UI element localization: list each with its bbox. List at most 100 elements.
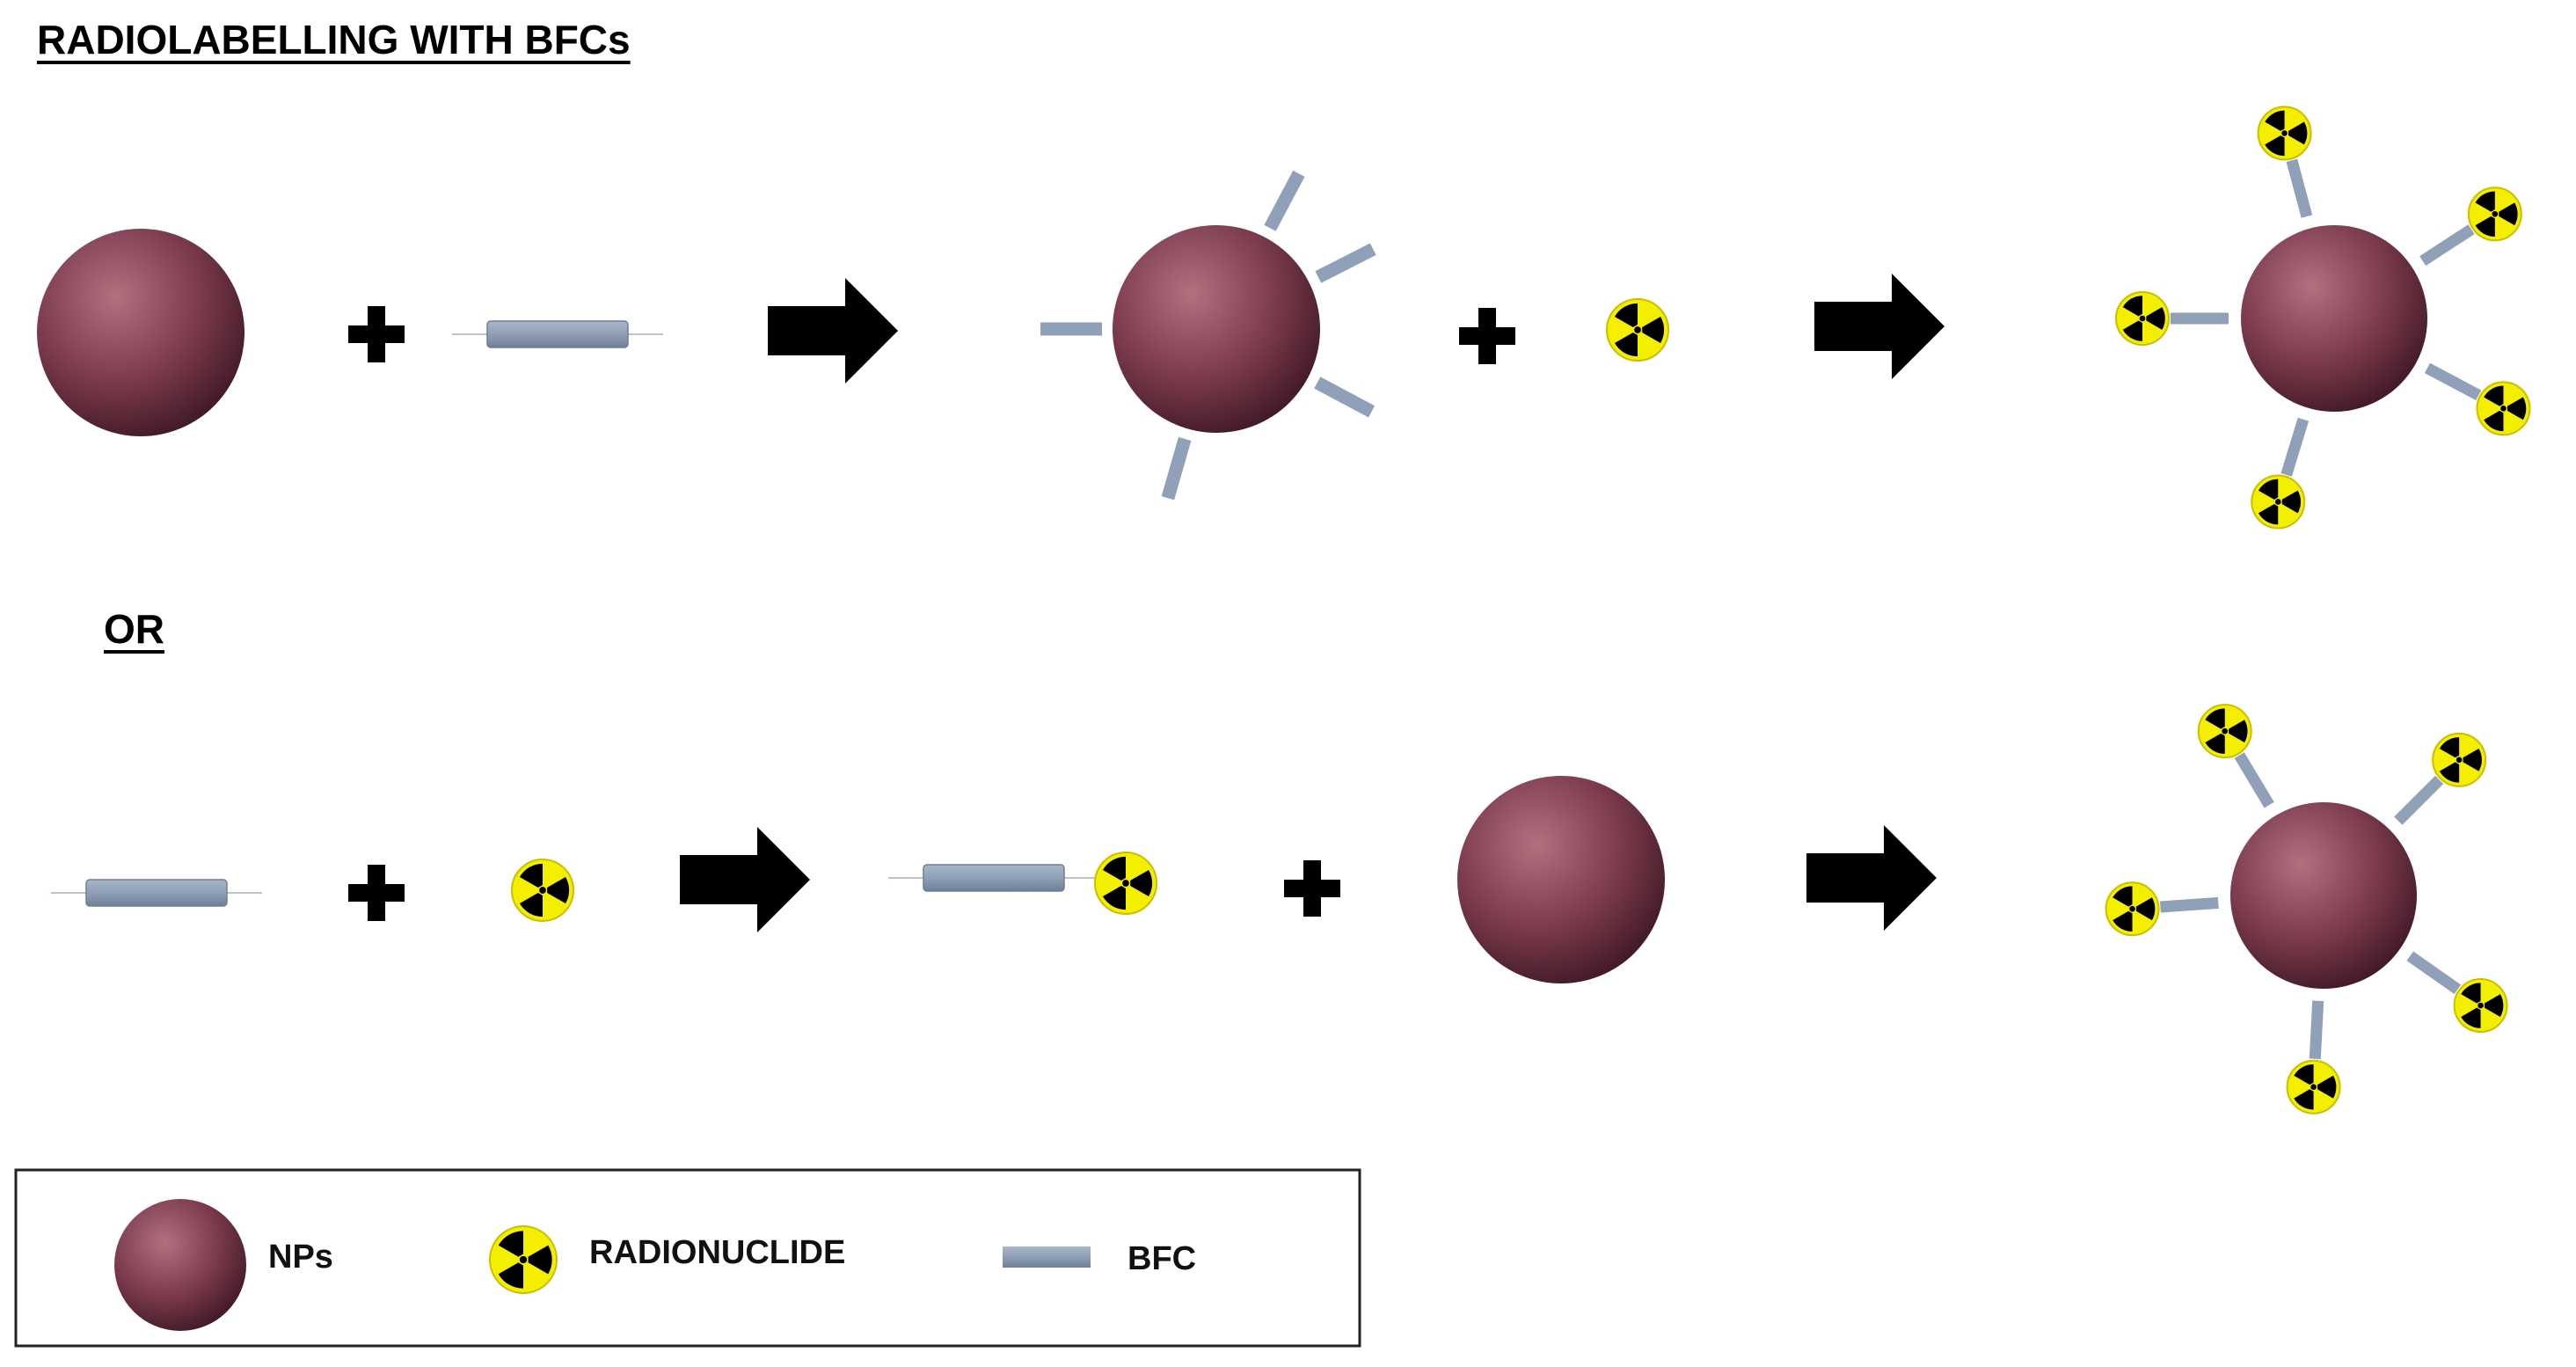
radiation-blade — [2146, 307, 2165, 330]
bfc-bar — [85, 879, 228, 907]
bfc-stick — [1314, 376, 1376, 418]
radiation-blade — [547, 876, 570, 904]
radiation-symbol-icon — [2115, 291, 2170, 346]
radiation-blade — [1642, 316, 1665, 344]
plus-vertical — [368, 306, 385, 362]
radiation-center — [2129, 905, 2135, 912]
radiation-blade — [2122, 296, 2142, 317]
radiation-blade — [498, 1262, 523, 1289]
radiation-blade — [1130, 869, 1153, 897]
radiation-center — [2274, 499, 2281, 505]
radiation-symbol-icon — [2105, 881, 2160, 937]
radiation-blade — [2294, 1064, 2314, 1086]
bfc-stick — [2419, 224, 2475, 267]
radiation-blade — [2499, 202, 2518, 226]
plus-vertical — [1303, 860, 1321, 917]
bfc-chelator — [888, 864, 1099, 892]
radiation-center — [1634, 326, 1641, 333]
bfc-stick — [2406, 951, 2462, 995]
plus-sign — [1459, 308, 1515, 364]
radiation-blade — [2317, 1075, 2337, 1099]
legend-radionuclide-label: RADIONUCLIDE — [589, 1234, 846, 1271]
radiation-blade — [1102, 885, 1126, 910]
reaction-arrow — [1814, 274, 1945, 379]
plus-vertical — [1478, 308, 1496, 364]
radiation-symbol-icon — [2467, 186, 2522, 242]
radiation-symbol-icon — [511, 859, 574, 922]
bfc-chelator — [452, 320, 663, 348]
legend-np-label: NPs — [268, 1239, 333, 1276]
bfc-stick — [1264, 170, 1305, 231]
radiation-center — [2281, 130, 2288, 136]
radiation-blade — [498, 1231, 523, 1257]
radiation-center — [2310, 1084, 2317, 1091]
radiation-blade — [2281, 490, 2302, 514]
radiation-blade — [2484, 994, 2504, 1017]
reaction-arrow — [768, 278, 898, 384]
nanoparticle — [2230, 802, 2417, 989]
radiation-symbol-icon — [489, 1225, 558, 1294]
legend-box — [14, 1168, 1361, 1348]
legend-bfc-label: BFC — [1127, 1240, 1197, 1277]
radiation-blade — [2507, 397, 2527, 420]
nanoparticle — [1457, 776, 1665, 983]
plus-sign — [348, 306, 405, 362]
radiation-blade — [528, 1245, 552, 1275]
radiation-blade — [2288, 121, 2308, 145]
radiation-blade — [1102, 856, 1126, 881]
radiation-blade — [2258, 479, 2279, 500]
radiation-center — [539, 887, 546, 894]
radiation-blade — [2461, 1007, 2481, 1028]
reaction-arrow — [680, 827, 810, 932]
radiation-center — [2222, 727, 2229, 735]
radiation-blade — [2258, 504, 2279, 525]
radiation-center — [2492, 210, 2499, 217]
radiation-center — [519, 1255, 528, 1264]
radiation-blade — [2122, 320, 2142, 341]
bfc-stick — [2424, 362, 2482, 401]
radiation-blade — [2205, 708, 2225, 729]
radiation-symbol-icon — [2286, 1059, 2341, 1115]
radiation-blade — [519, 863, 543, 888]
diagram-title: RADIOLABELLING WITH BFCs — [37, 17, 631, 62]
radiation-symbol-icon — [1606, 298, 1669, 362]
nanoparticle — [37, 229, 244, 436]
bfc-bar — [923, 864, 1065, 892]
nanoparticle — [114, 1199, 246, 1331]
bfc-stick — [2286, 158, 2313, 218]
nanoparticle — [2241, 225, 2427, 412]
radiation-symbol-icon — [2432, 732, 2487, 787]
radiation-symbol-icon — [2476, 381, 2531, 436]
radiation-symbol-icon — [1094, 852, 1157, 915]
radiation-blade — [1614, 303, 1638, 328]
radiation-blade — [2113, 910, 2133, 932]
radiation-blade — [2294, 1089, 2314, 1110]
radiation-blade — [2439, 737, 2460, 758]
bfc-stick — [2309, 1000, 2324, 1060]
radiation-blade — [1614, 332, 1638, 357]
radiation-blade — [2475, 191, 2495, 212]
bfc-stick — [1161, 436, 1192, 501]
radiation-symbol-icon — [2257, 106, 2312, 161]
plus-sign — [348, 865, 405, 921]
radiation-blade — [2475, 216, 2495, 238]
radiation-center — [1122, 880, 1129, 887]
radiation-blade — [2461, 983, 2481, 1004]
radiation-blade — [2135, 897, 2156, 921]
radiation-symbol-icon — [2197, 704, 2252, 759]
bfc-stick — [2159, 896, 2219, 913]
plus-sign — [1284, 860, 1340, 917]
radiation-blade — [2484, 385, 2504, 406]
radiation-blade — [2265, 110, 2285, 131]
radiation-center — [2139, 315, 2146, 322]
legend-bfc-swatch — [1003, 1246, 1091, 1268]
radiation-blade — [2463, 748, 2482, 771]
plus-vertical — [368, 865, 385, 921]
nanoparticle — [1113, 225, 1320, 433]
bfc-bar — [486, 320, 629, 348]
reaction-arrow — [1806, 825, 1937, 931]
or-separator: OR — [104, 606, 164, 652]
radiation-blade — [2484, 410, 2504, 432]
